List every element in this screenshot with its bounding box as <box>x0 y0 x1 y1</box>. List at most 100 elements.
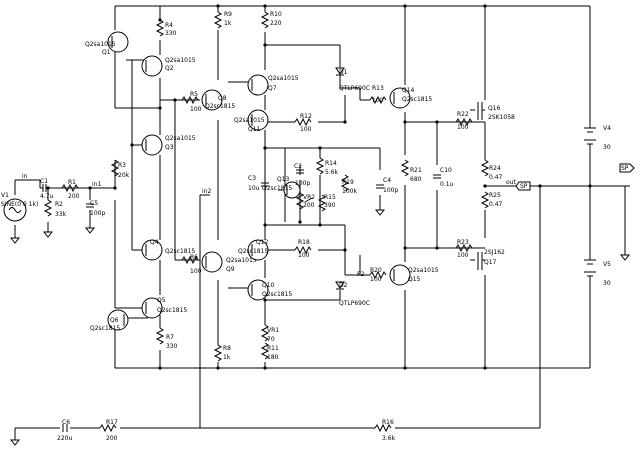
resistor-r25: R25 0.47 <box>480 191 503 209</box>
resistor-r10: R10 220 <box>260 11 282 29</box>
resistor-r12: R12 100 <box>294 113 312 133</box>
svg-text:Q1: Q1 <box>102 49 111 56</box>
battery-v4: V4 30 <box>584 125 611 155</box>
mosfet-q16: Q16 2SK1058 <box>477 102 515 121</box>
capacitor-c10: C10 0.1u <box>433 167 454 188</box>
svg-text:200: 200 <box>303 202 315 209</box>
svg-text:C5: C5 <box>90 200 98 207</box>
svg-text:R8: R8 <box>223 345 231 352</box>
svg-text:Q2sc1815: Q2sc1815 <box>238 248 268 255</box>
svg-text:2SJ162: 2SJ162 <box>484 249 505 256</box>
sp-flag-output: SP <box>515 181 531 191</box>
svg-text:V1: V1 <box>1 192 9 199</box>
svg-text:R11: R11 <box>267 345 279 352</box>
transistor-q11: Q2sa1015 Q11 <box>234 109 269 133</box>
svg-text:V4: V4 <box>603 125 611 132</box>
svg-text:0.1u: 0.1u <box>440 181 454 188</box>
capacitor-c5: C5 100p <box>86 200 105 217</box>
svg-text:D1: D1 <box>339 69 348 76</box>
svg-text:Q2sc1815: Q2sc1815 <box>262 185 292 192</box>
svg-text:0.47: 0.47 <box>489 201 503 208</box>
svg-text:R4: R4 <box>165 22 173 29</box>
svg-text:Q2sa1015: Q2sa1015 <box>165 57 196 64</box>
svg-text:20k: 20k <box>118 172 130 179</box>
transistor-q3: Q2sa1015 Q3 <box>141 134 196 156</box>
svg-text:Q16: Q16 <box>488 105 501 112</box>
resistor-r14: R14 5.6k <box>315 157 339 176</box>
svg-text:R21: R21 <box>410 167 422 174</box>
transistor-q14: Q14 Q2sc1815 <box>389 87 432 109</box>
svg-text:QTLP690C: QTLP690C <box>339 300 370 307</box>
svg-text:100k: 100k <box>342 188 357 195</box>
svg-text:Q2sa1015: Q2sa1015 <box>85 41 116 48</box>
svg-text:C2: C2 <box>294 163 302 170</box>
transistor-q10: Q10 Q2sc1815 <box>247 279 292 301</box>
svg-text:30: 30 <box>603 144 611 151</box>
svg-text:3.6k: 3.6k <box>382 435 396 442</box>
mosfet-q17: 2SJ162 Q17 <box>477 249 505 270</box>
svg-text:100: 100 <box>298 252 310 259</box>
resistor-r16: R16 3.6k <box>374 419 396 442</box>
svg-text:R6: R6 <box>190 254 198 261</box>
svg-text:R16: R16 <box>382 419 394 426</box>
resistor-r15: R15 390 <box>317 194 336 212</box>
svg-text:SINE(0 0 1k): SINE(0 0 1k) <box>1 201 38 208</box>
svg-text:SP: SP <box>621 165 629 172</box>
net-f2-label: F2 <box>357 271 364 278</box>
svg-text:100: 100 <box>370 276 382 283</box>
svg-text:Q17: Q17 <box>484 259 497 266</box>
resistor-r7: R7 330 <box>155 327 178 350</box>
resistor-r21: R21 680 <box>400 159 422 183</box>
resistor-r5: R5 100 <box>181 91 202 113</box>
svg-text:Q2sc1815: Q2sc1815 <box>262 291 292 298</box>
svg-text:VR2: VR2 <box>303 194 315 201</box>
resistor-r19: R19 100k <box>340 174 357 195</box>
svg-text:R22: R22 <box>457 111 469 118</box>
svg-text:220: 220 <box>270 20 282 27</box>
svg-text:R13: R13 <box>372 85 384 92</box>
svg-text:70: 70 <box>267 336 275 343</box>
svg-text:Q2sc1815: Q2sc1815 <box>205 103 235 110</box>
svg-text:R1: R1 <box>68 179 76 186</box>
resistor-r8: R8 1k <box>213 344 231 362</box>
svg-text:Q2sa1015: Q2sa1015 <box>268 75 299 82</box>
svg-text:V5: V5 <box>603 261 611 268</box>
svg-text:Q2: Q2 <box>165 65 174 72</box>
svg-text:R12: R12 <box>300 113 312 120</box>
resistor-r22: R22 100 <box>455 111 473 131</box>
svg-text:C1: C1 <box>40 178 48 185</box>
resistor-r11: R11 180 <box>260 342 279 361</box>
svg-text:C10: C10 <box>440 167 452 174</box>
svg-text:100p: 100p <box>295 180 310 187</box>
svg-text:Q2sa1015: Q2sa1015 <box>165 135 196 142</box>
transistor-q8: Q8 Q2sc1815 <box>201 89 235 111</box>
svg-text:R3: R3 <box>118 162 126 169</box>
svg-text:100: 100 <box>372 97 384 104</box>
transistor-q5: Q5 Q2sc1815 <box>141 297 187 319</box>
transistor-q2: Q2sa1015 Q2 <box>141 55 196 77</box>
svg-text:390: 390 <box>324 202 336 209</box>
transistor-q1: Q2sa1015 Q1 <box>85 31 129 56</box>
resistor-r9: R9 1k <box>213 11 232 29</box>
capacitor-c2: C2 100p <box>294 163 310 187</box>
svg-text:R25: R25 <box>489 192 501 199</box>
capacitor-c4: C4 100p <box>376 177 398 194</box>
svg-text:R10: R10 <box>270 11 282 18</box>
svg-text:R5: R5 <box>190 91 198 98</box>
svg-text:100: 100 <box>190 106 202 113</box>
resistor-r2: R2 33k <box>43 199 67 218</box>
svg-text:Q3: Q3 <box>165 144 174 151</box>
svg-text:Q2sa1015: Q2sa1015 <box>408 267 439 274</box>
svg-text:200: 200 <box>106 435 118 442</box>
resistor-r6: R6 100 <box>181 254 202 275</box>
svg-text:R14: R14 <box>325 160 337 167</box>
svg-text:180: 180 <box>267 354 279 361</box>
svg-text:220u: 220u <box>57 435 72 442</box>
svg-text:Q2sc1815: Q2sc1815 <box>402 96 432 103</box>
svg-text:Q14: Q14 <box>402 87 415 94</box>
svg-text:VR1: VR1 <box>267 327 279 334</box>
net-in2-label: in2 <box>202 188 211 195</box>
svg-text:Q6: Q6 <box>110 317 119 324</box>
junction-dots <box>46 4 592 370</box>
svg-text:100p: 100p <box>383 187 398 194</box>
